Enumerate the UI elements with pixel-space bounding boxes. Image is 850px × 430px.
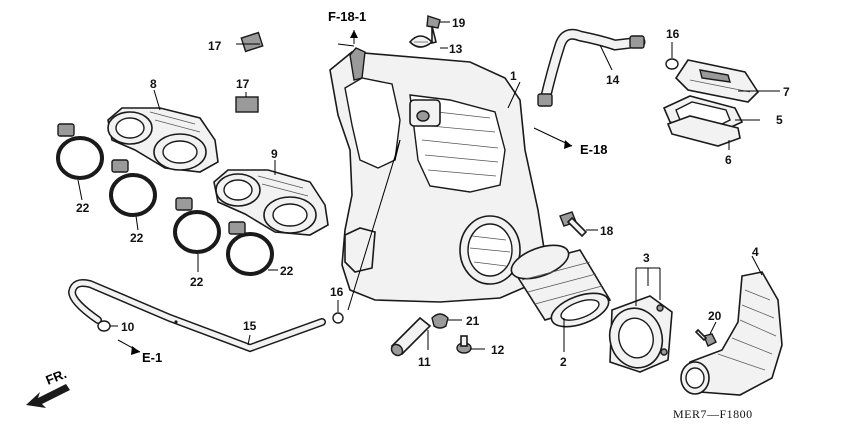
callout-3: 3	[643, 251, 650, 265]
o-ring-16-top	[665, 58, 679, 70]
callout-22-a: 22	[76, 201, 90, 215]
ref-f-18-1: F-18-1	[328, 9, 366, 24]
ref-e-18: E-18	[580, 142, 607, 157]
callout-11: 11	[418, 355, 431, 369]
direction-label: FR.	[44, 366, 69, 388]
callout-22-c: 22	[190, 275, 204, 289]
callout-15: 15	[243, 319, 257, 333]
cover-7	[674, 59, 760, 103]
breather-tube-14	[537, 28, 646, 107]
intake-duct-4	[680, 271, 783, 396]
front-direction-arrow-icon	[26, 384, 70, 408]
rubber-block-17-bottom	[235, 96, 259, 113]
clip-21	[431, 313, 449, 329]
callout-labels: 1 2 3 4 5 6 7 8 9 10 11 12 13 14 15 16 1…	[76, 16, 790, 369]
callout-16-bottom: 16	[330, 285, 344, 299]
callout-16-top: 16	[666, 27, 680, 41]
callout-12: 12	[491, 343, 505, 357]
callout-20: 20	[708, 309, 722, 323]
callout-13: 13	[449, 42, 463, 56]
callout-14: 14	[606, 73, 620, 87]
hose-clamp-22-d	[226, 221, 274, 276]
hose-clamp-22-b	[109, 159, 157, 217]
callout-17-top: 17	[208, 39, 222, 53]
intake-funnel-9	[213, 169, 329, 236]
spring-clip-13	[408, 35, 434, 48]
diagram-code: MER7—F1800	[673, 407, 753, 421]
callout-19: 19	[452, 16, 466, 30]
air-cleaner-housing	[329, 47, 546, 303]
callout-22-d: 22	[280, 264, 294, 278]
rubber-block-17-top	[240, 31, 264, 53]
callout-8: 8	[150, 77, 157, 91]
air-filter-element-2	[510, 244, 612, 328]
callout-9: 9	[271, 147, 278, 161]
callout-2: 2	[560, 355, 567, 369]
callout-21: 21	[466, 314, 480, 328]
hose-clamp-22-c	[173, 197, 221, 254]
plate-6	[666, 115, 741, 147]
reference-arrows	[117, 30, 573, 355]
callout-22-b: 22	[130, 231, 144, 245]
filter-holder-3	[608, 295, 673, 373]
callout-4: 4	[752, 245, 759, 259]
callout-10: 10	[121, 320, 135, 334]
o-ring-16-bottom	[332, 312, 344, 324]
callout-6: 6	[725, 153, 732, 167]
hose-clamp-22-a	[56, 123, 104, 180]
callout-17-bottom: 17	[236, 77, 250, 91]
callout-5: 5	[776, 113, 783, 127]
bolt-18	[559, 211, 588, 238]
ref-e-1: E-1	[142, 350, 162, 365]
plug-11	[390, 316, 432, 357]
ring-10	[97, 320, 111, 332]
callout-7: 7	[783, 85, 790, 99]
bolt-19	[426, 15, 441, 45]
intake-funnel-8	[107, 107, 219, 173]
leader-lines	[77, 21, 780, 352]
callout-1: 1	[510, 69, 517, 83]
reference-labels: F-18-1 E-18 E-1 FR. MER7—F1800	[44, 9, 753, 421]
drain-tube-15	[67, 279, 326, 353]
callout-18: 18	[600, 224, 614, 238]
bolt-20	[694, 328, 717, 347]
screw-12	[456, 335, 472, 354]
